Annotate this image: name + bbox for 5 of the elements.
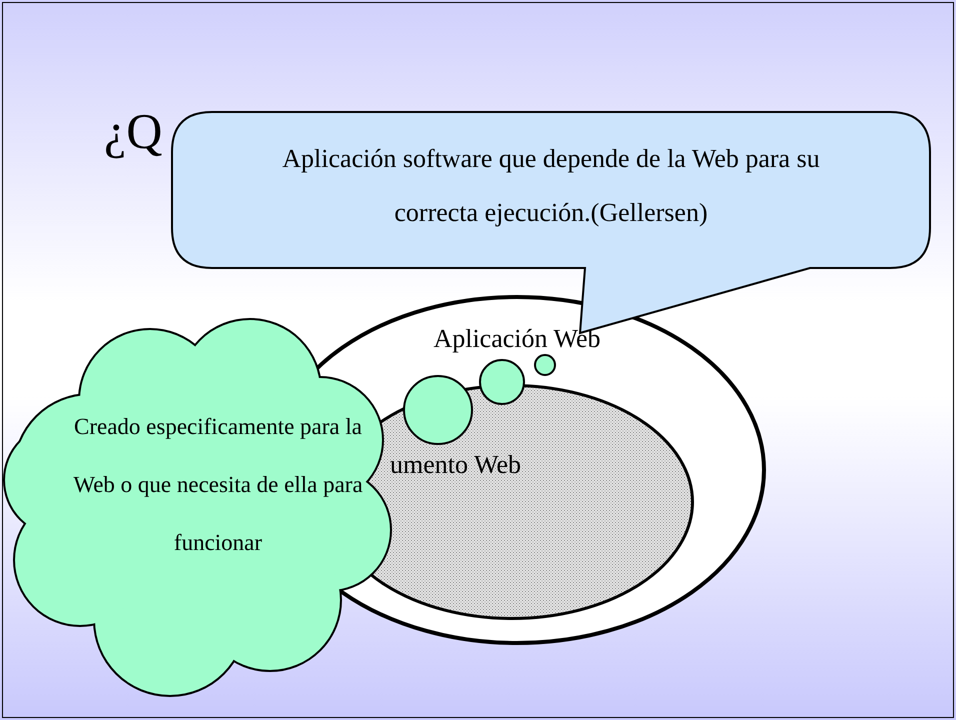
node-label: umento Web [390,449,522,481]
node-label: Creado especificamente para la Web o que necesita de ella para funcionar [72,413,364,557]
node-label: Aplicación Web [432,323,602,355]
slide-title: ¿Q [104,102,162,160]
node-label: Aplicación software que depende de la Web para su correcta ejecución.(Gellersen) [281,143,821,229]
